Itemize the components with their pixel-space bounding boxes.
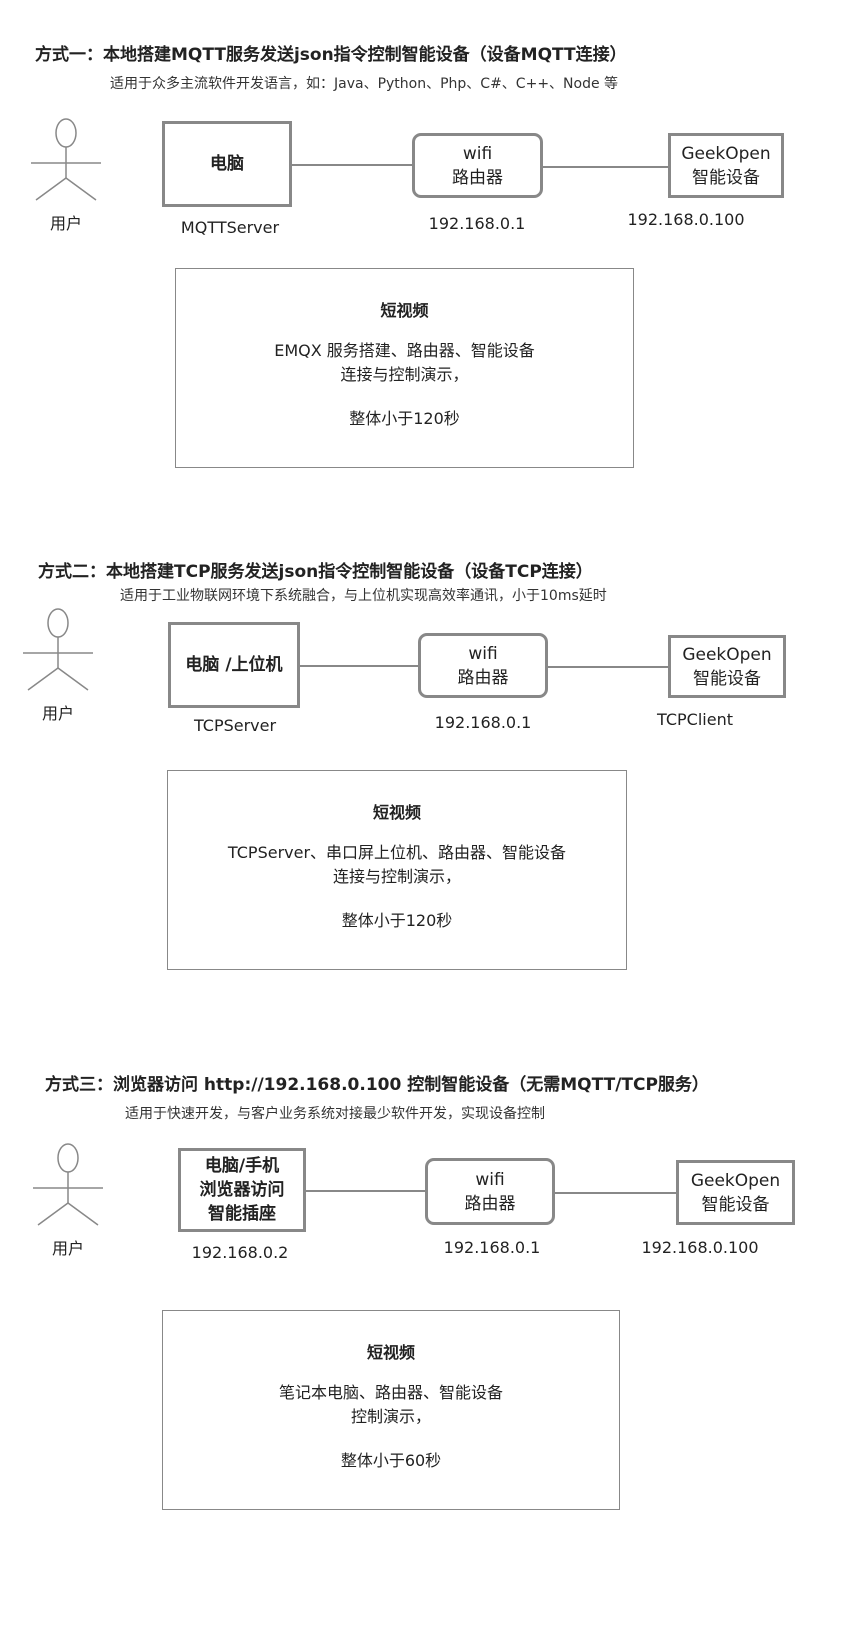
video-duration: 整体小于60秒 xyxy=(340,1451,442,1470)
section-subtitle: 适用于众多主流软件开发语言，如：Java、Python、Php、C#、C++、N… xyxy=(110,76,619,92)
user-actor-icon xyxy=(33,1143,103,1226)
user-label: 用户 xyxy=(51,1239,85,1258)
connector-line xyxy=(300,665,418,667)
video-description: 笔记本电脑、路由器、智能设备 xyxy=(278,1383,503,1402)
computer-node-text: 电脑 xyxy=(210,154,244,174)
router-node-text: wifi xyxy=(468,643,498,664)
video-duration: 整体小于120秒 xyxy=(341,911,453,930)
router-node-text: 路由器 xyxy=(452,167,503,188)
video-duration: 整体小于120秒 xyxy=(349,409,460,428)
device-label: TCPClient xyxy=(657,710,733,729)
video-title: 短视频 xyxy=(372,803,421,822)
router-label: 192.168.0.1 xyxy=(434,713,532,732)
router-node-text: 路由器 xyxy=(457,667,509,688)
user-actor-icon xyxy=(31,118,101,201)
video-description: EMQX 服务搭建、路由器、智能设备 xyxy=(274,341,535,360)
video-description: 控制演示， xyxy=(350,1407,431,1426)
device-node-text: 智能设备 xyxy=(701,1194,770,1215)
spacer xyxy=(176,387,633,407)
section-title: 方式三：浏览器访问 http://192.168.0.100 控制智能设备（无需… xyxy=(45,1075,709,1095)
computer-node-text: 智能插座 xyxy=(208,1204,276,1224)
spacer xyxy=(168,889,626,909)
section-title: 方式一：本地搭建MQTT服务发送json指令控制智能设备（设备MQTT连接） xyxy=(35,45,627,65)
computer-node: 电脑/手机浏览器访问智能插座 xyxy=(178,1148,306,1232)
router-node: wifi 路由器 xyxy=(418,633,548,698)
device-label: 192.168.0.100 xyxy=(627,210,745,229)
video-info-box: 短视频 TCPServer、串口屏上位机、路由器、智能设备连接与控制演示， 整体小于… xyxy=(167,770,627,970)
router-node-text: wifi xyxy=(462,143,493,164)
section-subtitle: 适用于快速开发，与客户业务系统对接最少软件开发，实现设备控制 xyxy=(125,1106,545,1122)
video-description: 连接与控制演示， xyxy=(332,867,461,886)
video-info-box: 短视频 EMQX 服务搭建、路由器、智能设备连接与控制演示， 整体小于120秒 xyxy=(175,268,634,468)
user-label: 用户 xyxy=(41,704,75,723)
user-actor-icon xyxy=(23,608,93,691)
computer-label: 192.168.0.2 xyxy=(191,1243,289,1262)
spacer xyxy=(163,1429,619,1449)
device-node: GeekOpen 智能设备 xyxy=(668,635,786,698)
video-info-box: 短视频笔记本电脑、路由器、智能设备控制演示， 整体小于60秒 xyxy=(162,1310,620,1510)
computer-node: 电脑 xyxy=(162,121,292,207)
connector-line xyxy=(555,1191,676,1194)
router-node: wifi 路由器 xyxy=(412,133,543,198)
section-title: 方式二：本地搭建TCP服务发送json指令控制智能设备（设备TCP连接） xyxy=(38,562,593,582)
device-node-text: 智能设备 xyxy=(693,668,761,689)
connector-line xyxy=(292,164,412,166)
connector-line xyxy=(543,165,668,168)
computer-label: TCPServer xyxy=(193,716,277,735)
device-node-text: GeekOpen xyxy=(681,143,771,164)
computer-node: 电脑 /上位机 xyxy=(168,622,300,708)
video-description: TCPServer、串口屏上位机、路由器、智能设备 xyxy=(227,843,567,862)
video-description: 连接与控制演示， xyxy=(340,365,469,384)
computer-node-text: 浏览器访问 xyxy=(199,1180,285,1200)
device-node-text: 智能设备 xyxy=(692,167,760,188)
device-node: GeekOpen 智能设备 xyxy=(676,1160,795,1225)
computer-node-text: 电脑/手机 xyxy=(204,1156,280,1176)
router-label: 192.168.0.1 xyxy=(443,1238,541,1257)
video-title: 短视频 xyxy=(380,301,429,320)
device-node-text: GeekOpen xyxy=(682,644,772,665)
device-label: 192.168.0.100 xyxy=(641,1238,759,1257)
video-title: 短视频 xyxy=(366,1343,415,1362)
section-subtitle: 适用于工业物联网环境下系统融合，与上位机实现高效率通讯，小于10ms延时 xyxy=(120,588,607,604)
router-label: 192.168.0.1 xyxy=(428,214,526,233)
device-node-text: GeekOpen xyxy=(690,1170,781,1191)
router-node: wifi 路由器 xyxy=(425,1158,555,1225)
connector-line xyxy=(306,1190,425,1192)
computer-label: MQTTServer xyxy=(180,218,280,237)
computer-node-text: 电脑 /上位机 xyxy=(185,655,283,675)
user-label: 用户 xyxy=(49,214,83,233)
router-node-text: 路由器 xyxy=(464,1193,516,1214)
router-node-text: wifi xyxy=(475,1169,505,1190)
device-node: GeekOpen 智能设备 xyxy=(668,133,784,198)
connector-line xyxy=(548,665,668,668)
